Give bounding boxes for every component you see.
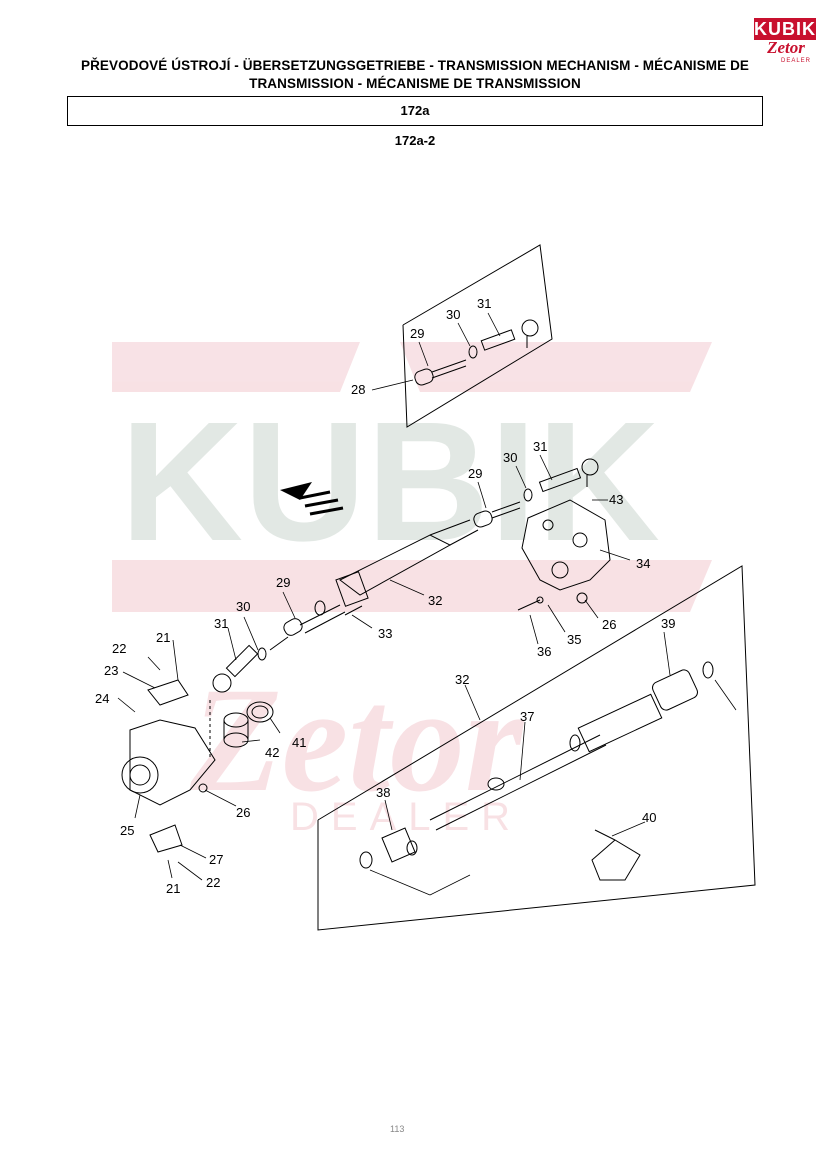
callout-21: 21 [166,881,180,896]
callout-24: 24 [95,691,109,706]
leader-lines [117,312,737,896]
callout-30: 30 [236,599,250,614]
watermark-dealer-text: DEALER [290,795,522,839]
watermark: KUBIK Zetor DEALER [112,342,712,839]
callout-35: 35 [567,632,581,647]
steering-cylinder [299,519,479,634]
inset-frame-bottom [317,565,756,931]
callout-22: 22 [206,875,220,890]
callout-25: 25 [120,823,134,838]
callout-28: 28 [351,382,365,397]
callout-40: 40 [642,810,656,825]
callout-32: 32 [428,593,442,608]
kubik-zetor-logo: KUBIK Zetor DEALER [754,14,816,66]
tie-rod-left [212,618,303,693]
callout-31: 31 [214,616,228,631]
inset-frame-top [402,244,553,428]
page-title: PŘEVODOVÉ ÚSTROJÍ - ÜBERSETZUNGSGETRIEBE… [80,58,750,91]
callout-labels: 28 29 30 31 31 30 29 43 34 29 30 31 32 3… [95,296,675,896]
callout-38: 38 [376,785,390,800]
logo-dealer-text: DEALER [780,58,811,64]
callout-22: 22 [112,641,126,656]
section-number-box: 172a [67,96,763,126]
logo-kubik-text: KUBIK [754,18,816,40]
bushings [223,701,274,748]
callout-34: 34 [636,556,650,571]
callout-29: 29 [468,466,482,481]
callout-43: 43 [609,492,623,507]
callout-42: 42 [265,745,279,760]
tie-rod-right [473,458,599,528]
callout-29: 29 [410,326,424,341]
callout-26: 26 [236,805,250,820]
callout-27: 27 [209,852,223,867]
watermark-zetor-text: Zetor [189,657,525,823]
page-number: 113 [390,1124,405,1134]
callout-26: 26 [602,617,616,632]
tie-rod-inset [414,319,539,386]
callout-36: 36 [537,644,551,659]
callout-31: 31 [477,296,491,311]
callout-39: 39 [661,616,675,631]
callout-31: 31 [533,439,547,454]
watermark-kubik-text: KUBIK [120,387,660,577]
direction-arrow-icon [280,482,344,516]
callout-32: 32 [455,672,469,687]
callout-21: 21 [156,630,170,645]
subsection-label: 172a-2 [394,133,436,148]
callout-30: 30 [503,450,517,465]
cylinder-components-inset [359,661,714,881]
callout-23: 23 [104,663,118,678]
callout-30: 30 [446,307,460,322]
logo-zetor-text: Zetor [767,38,805,57]
callout-37: 37 [520,709,534,724]
callout-33: 33 [378,626,392,641]
callout-29: 29 [276,575,290,590]
callout-41: 41 [292,735,306,750]
steering-knuckle-left [121,679,216,853]
steering-arm-right [517,499,611,611]
